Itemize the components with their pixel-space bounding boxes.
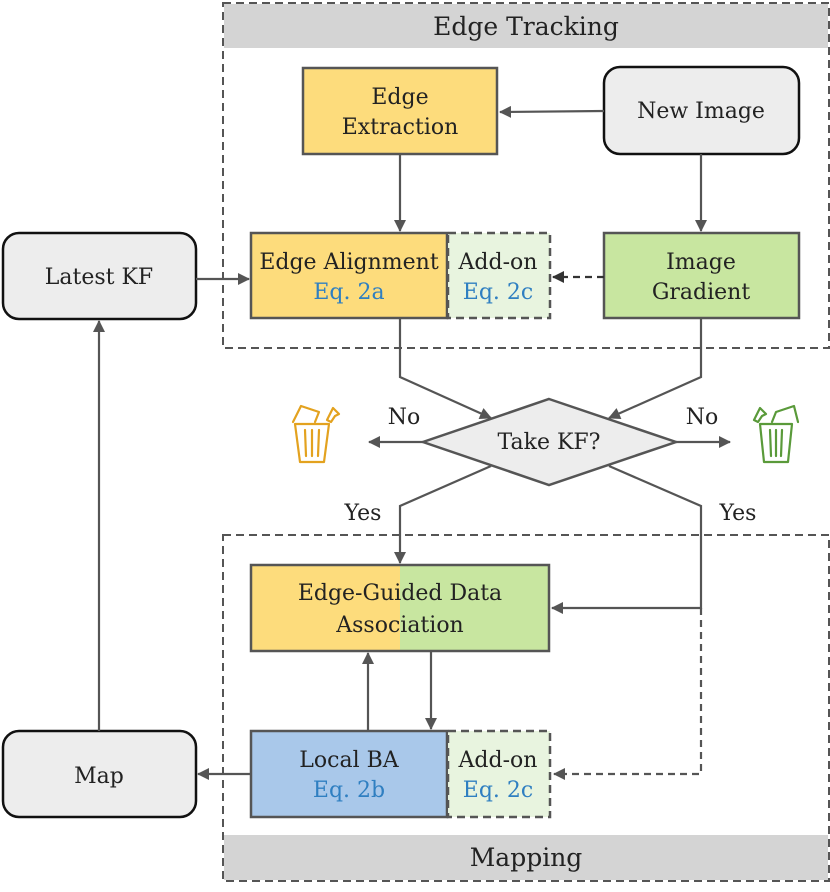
local-ba-equation: Eq. 2b [313,778,385,803]
addon-mapping-node: Add-on Eq. 2c [446,729,552,819]
edge-extraction-node: Edge Extraction [301,66,499,156]
edge-alignment-label: Edge Alignment [259,250,439,275]
arrow-newimage-to-extraction [499,105,605,118]
edge-tracking-header [224,4,828,48]
no-label-left: No [388,405,421,430]
edge-alignment-node: Edge Alignment Eq. 2a [249,231,449,320]
addon-tracking-label: Add-on [458,250,538,275]
edge-tracking-section: Edge Tracking [222,2,830,349]
arrow-dashed-to-addon-mapping [553,608,703,780]
mapping-header [224,835,828,880]
yes-label-right: Yes [719,501,757,526]
latest-kf-label: Latest KF [45,265,153,290]
arrow-gradient-to-decision [608,318,703,420]
addon-mapping-label: Add-on [458,748,538,773]
latest-kf-node: Latest KF [1,231,198,321]
addon-tracking-node: Add-on Eq. 2c [446,231,552,320]
edge-extraction-line-1: Edge [371,85,428,110]
edge-extraction-line-2: Extraction [342,115,459,140]
mapping-title: Mapping [470,843,583,872]
image-gradient-line-1: Image [666,250,736,275]
trash-bin-icon [752,404,800,464]
image-gradient-line-2: Gradient [652,280,751,305]
map-label: Map [74,764,124,789]
trash-bin-icon [291,404,341,464]
data-association-line-1: Edge-Guided Data [298,581,502,606]
data-association-node: Edge-Guided Data Association [249,563,551,653]
connectors [93,105,731,780]
data-association-line-2: Association [335,613,463,638]
mapping-section: Mapping [222,534,830,882]
edge-alignment-equation: Eq. 2a [313,280,384,305]
no-label-right: No [686,405,719,430]
image-gradient-node: Image Gradient [602,231,801,320]
map-node: Map [1,729,198,819]
arrow-alignment-to-decision [398,318,492,420]
new-image-label: New Image [637,99,765,124]
edge-tracking-title: Edge Tracking [433,12,619,41]
arrow-decision-yes-to-association [394,464,492,564]
yes-label-left: Yes [344,501,382,526]
take-kf-label: Take KF? [498,430,601,455]
arrow-decision-yes-right-to-association [551,464,703,614]
addon-mapping-equation: Eq. 2c [463,778,533,803]
take-kf-decision: Take KF? [419,397,680,487]
local-ba-node: Local BA Eq. 2b [249,729,449,819]
local-ba-label: Local BA [299,748,399,773]
addon-tracking-equation: Eq. 2c [463,280,533,305]
new-image-node: New Image [602,65,801,156]
